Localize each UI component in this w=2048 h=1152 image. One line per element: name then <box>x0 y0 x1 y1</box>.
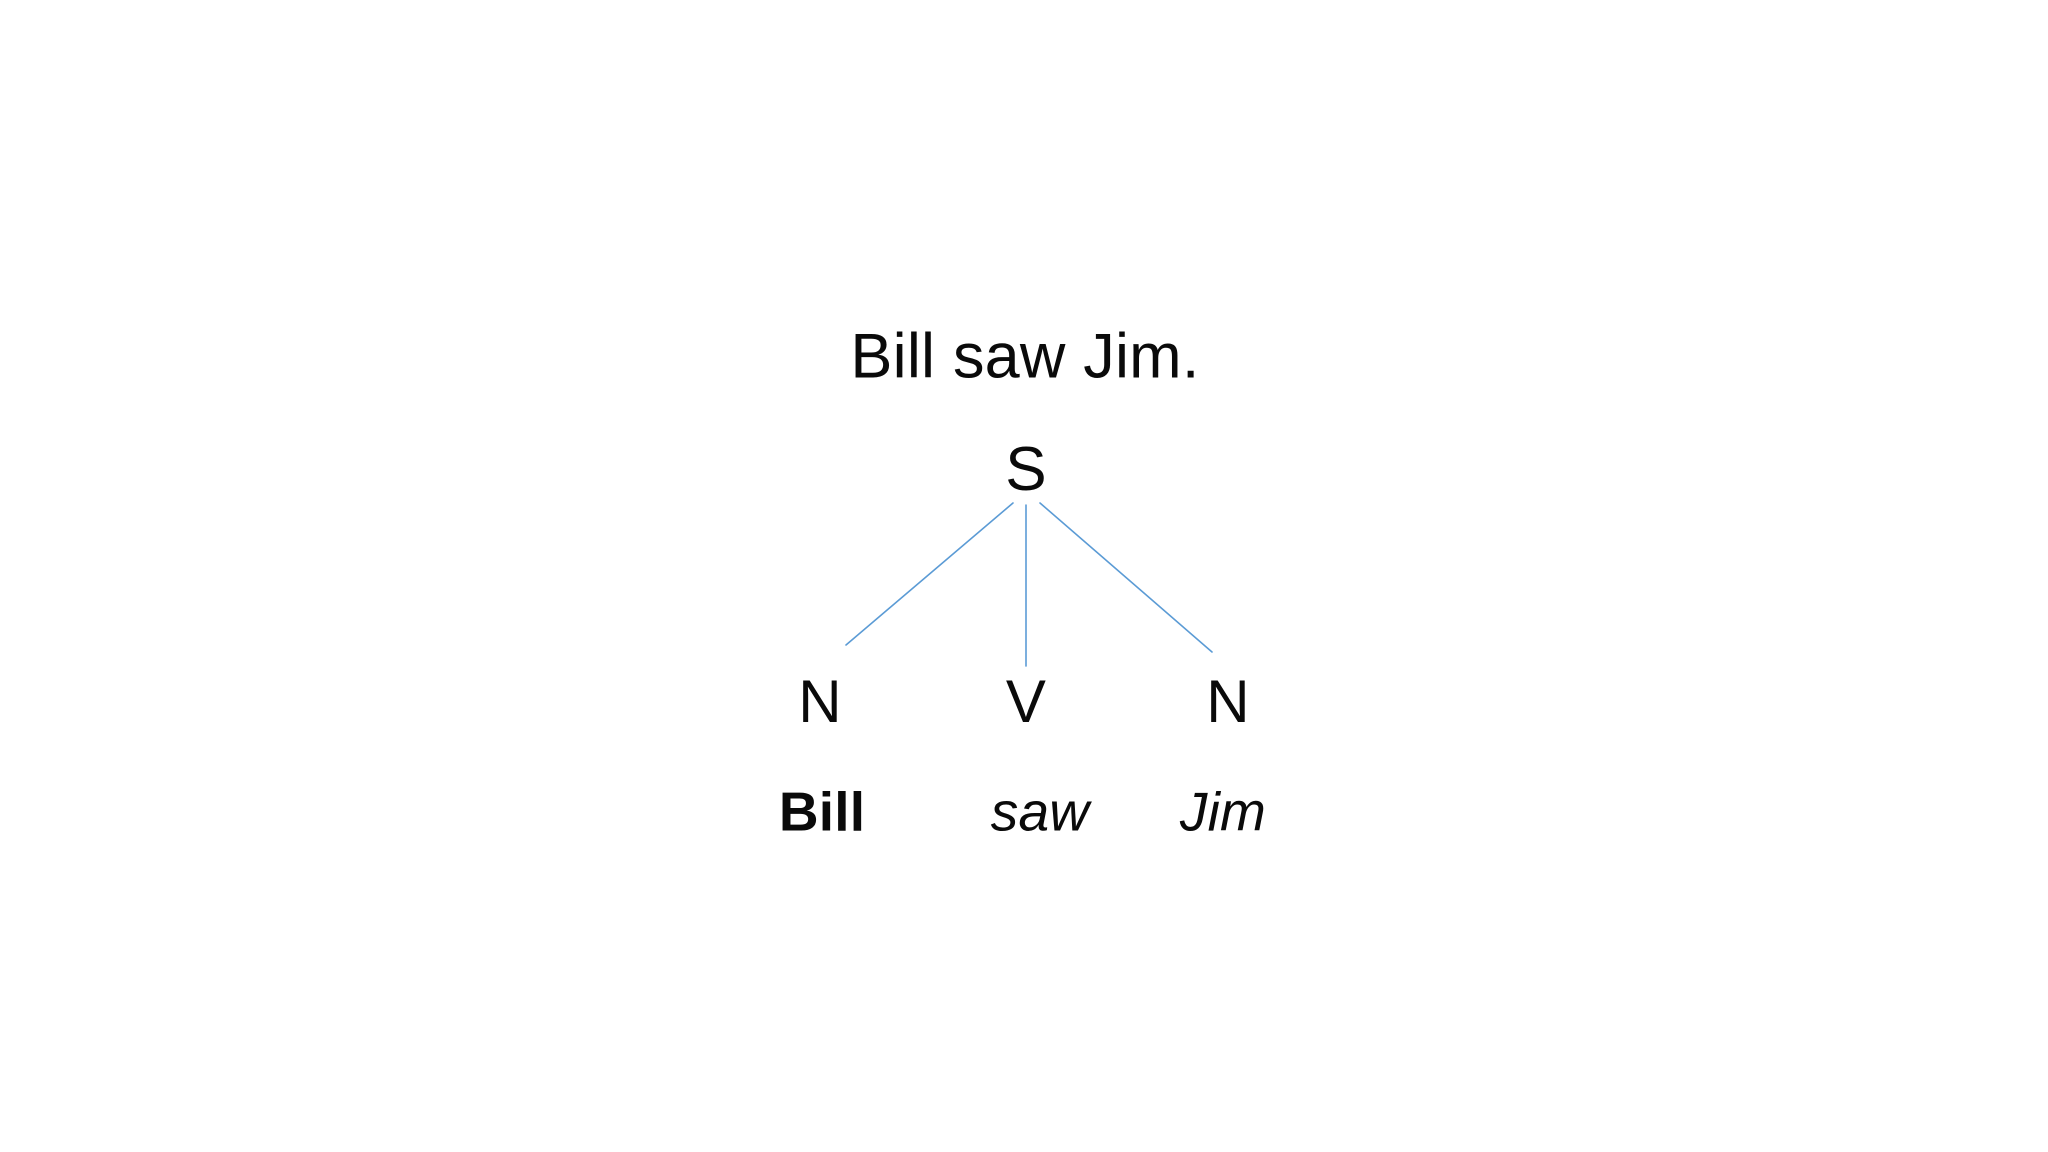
terminal-word-bill: Bill <box>778 780 866 843</box>
branch-s-to-n2 <box>1039 502 1213 653</box>
noun-node-subject: N <box>798 668 842 735</box>
noun-node-object: N <box>1206 668 1250 735</box>
terminal-word-saw: saw <box>990 780 1090 843</box>
terminal-word-jim: Jim <box>1179 780 1267 843</box>
branch-s-to-n1 <box>845 502 1014 646</box>
sentence-node: S <box>1005 435 1047 504</box>
sentence-caption: Bill saw Jim. <box>850 321 1200 392</box>
verb-node: V <box>1005 668 1047 735</box>
